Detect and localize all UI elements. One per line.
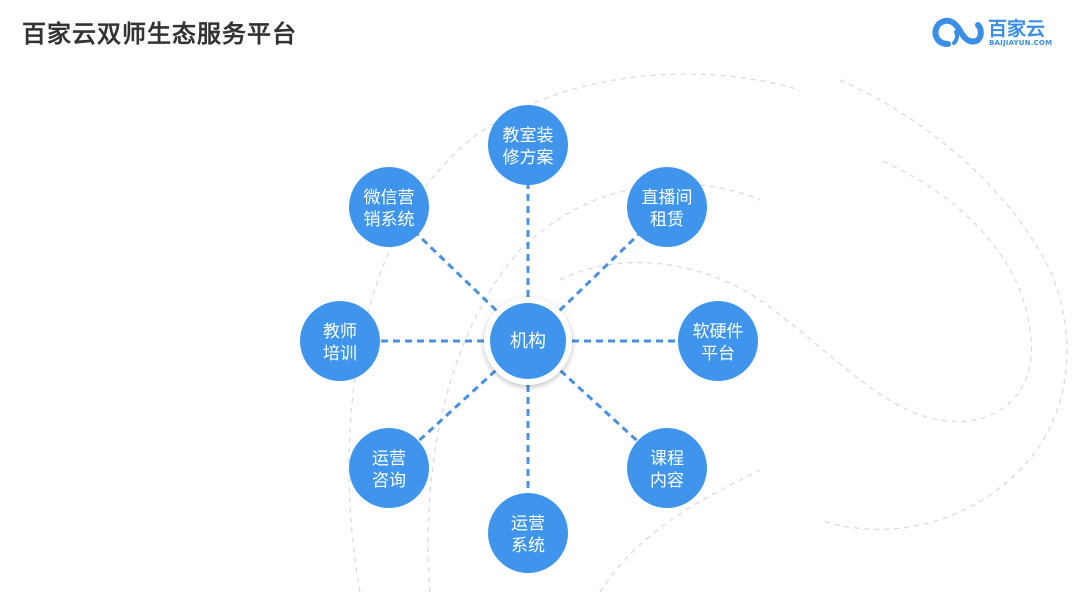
bg-curve: [559, 159, 1032, 422]
node-label-line-2: 咨询: [372, 471, 406, 491]
node-label-line-1: 直播间: [642, 188, 693, 208]
center-node-label: 机构: [510, 331, 546, 352]
node-label-line-2: 修方案: [503, 148, 554, 168]
node-software-hardware[interactable]: 软硬件平台: [678, 301, 758, 381]
node-operation-system[interactable]: 运营系统: [488, 493, 568, 573]
node-classroom-decoration[interactable]: 教室装修方案: [488, 105, 568, 185]
node-circle: [488, 105, 568, 185]
bg-curve: [599, 469, 761, 592]
node-circle: [488, 493, 568, 573]
node-circle: [349, 167, 429, 247]
connector-live-studio-rental: [558, 233, 640, 312]
logo: 百家云 BAIJIAYUN.COM: [932, 10, 1062, 50]
node-label: 教室装修方案: [503, 126, 554, 168]
node-label-line-1: 教室装: [503, 126, 554, 146]
connector-operation-consulting: [417, 369, 497, 443]
node-label-line-1: 微信营: [364, 188, 415, 208]
node-course-content[interactable]: 课程内容: [627, 428, 707, 508]
page-title: 百家云双师生态服务平台: [22, 20, 297, 48]
node-label: 运营系统: [511, 514, 545, 556]
node-label: 教师培训: [323, 322, 357, 364]
node-label-line-1: 运营: [372, 449, 406, 469]
bg-curve: [348, 73, 801, 592]
node-label-line-1: 运营: [511, 514, 545, 534]
connectors: [380, 185, 678, 493]
bg-curve: [427, 183, 761, 592]
node-label: 运营咨询: [372, 449, 406, 491]
connector-wechat-marketing: [416, 233, 498, 312]
center-node-circle: [490, 303, 566, 379]
node-label: 直播间租赁: [642, 188, 693, 230]
node-circle: [627, 428, 707, 508]
connector-course-content: [559, 369, 639, 443]
node-label-line-2: 平台: [701, 344, 735, 364]
node-label-line-1: 教师: [323, 322, 357, 342]
node-label-line-1: 课程: [650, 449, 684, 469]
node-wechat-marketing[interactable]: 微信营销系统: [349, 167, 429, 247]
node-operation-consulting[interactable]: 运营咨询: [349, 428, 429, 508]
node-circle: [349, 428, 429, 508]
cloud-logo-icon: [932, 17, 984, 47]
node-label: 课程内容: [650, 449, 684, 491]
logo-domain: BAIJIAYUN.COM: [989, 39, 1053, 47]
node-label: 微信营销系统: [364, 188, 415, 230]
node-live-studio-rental[interactable]: 直播间租赁: [627, 167, 707, 247]
node-teacher-training[interactable]: 教师培训: [300, 301, 380, 381]
node-label: 软硬件平台: [693, 322, 744, 364]
node-label-line-2: 租赁: [650, 210, 684, 230]
node-label-line-2: 培训: [323, 344, 357, 364]
node-label-line-2: 销系统: [364, 210, 415, 230]
logo-name: 百家云: [988, 18, 1046, 40]
center-node[interactable]: 机构: [484, 297, 572, 385]
node-circle: [627, 167, 707, 247]
node-circle: [300, 301, 380, 381]
node-circle: [678, 301, 758, 381]
node-label-line-2: 内容: [650, 471, 684, 491]
bg-curve: [819, 79, 1068, 530]
node-label-line-1: 软硬件: [693, 322, 744, 342]
node-label-line-2: 系统: [511, 536, 545, 556]
